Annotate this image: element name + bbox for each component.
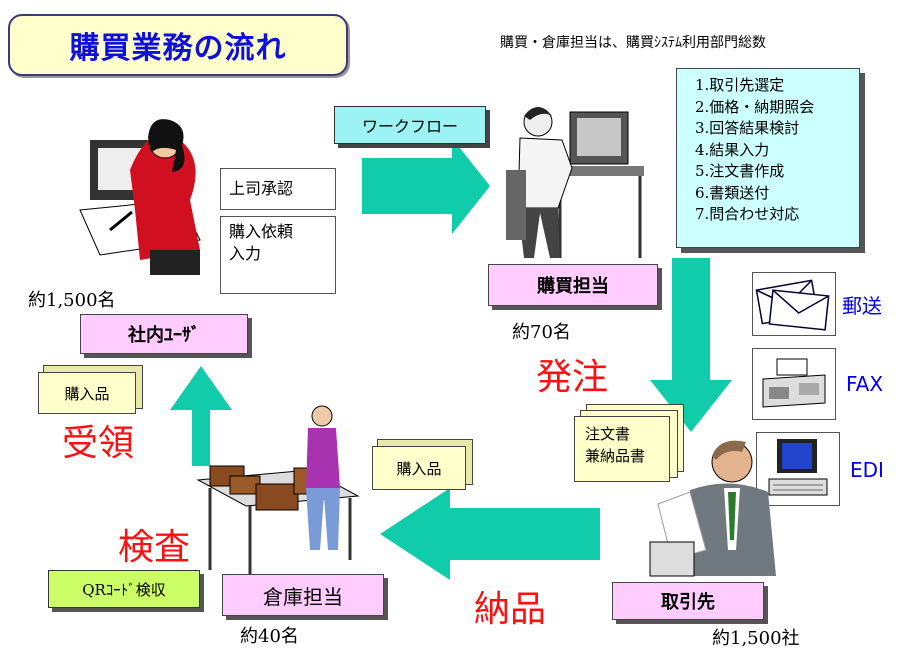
step-1: 1.取引先選定 [695,76,785,94]
step-5: 5.注文書作成 [695,162,785,180]
step-2: 2.価格・納期照会 [695,97,815,116]
step-4: 4.結果入力 [695,140,770,159]
header-note: 購買・倉庫担当は、購買ｼｽﾃﾑ利用部門総数 [500,35,766,51]
office-woman-illustration [79,119,201,275]
request-label-line1: 購入依頼 [229,222,294,241]
approval-label: 上司承認 [229,179,294,198]
goods-label-right: 購入品 [396,459,442,478]
channel-edi-label: EDI [850,458,884,482]
request-label-line2: 入力 [229,244,262,263]
channel-mail-label: 郵送 [842,294,882,318]
internal-users-box: 社内ﾕｰｻﾞ [80,314,248,354]
supplier-label: 取引先 [661,592,715,613]
goods-box-right: 購入品 [372,446,466,490]
mail-icon-frame [752,272,836,336]
step-7: 7.問合わせ対応 [695,205,800,223]
warehouse-label: 倉庫担当 [263,584,343,609]
channel-fax-label: FAX [846,372,884,396]
purchasing-staff-illustration [506,107,644,258]
arrow-down-shape [650,258,732,432]
purchasing-label: 購買担当 [537,276,609,297]
workflow-label: ワークフロー [334,106,486,144]
qr-label: QRｺｰﾄﾞ検収 [82,580,166,599]
supplier-box: 取引先 [612,582,764,620]
fax-icon [762,358,826,408]
goods-label-left: 購入品 [64,384,110,403]
warehouse-box: 倉庫担当 [222,574,384,616]
receive-label: 受領 [62,423,135,464]
inspect-label: 検査 [118,527,191,568]
step-3: 3.回答結果検討 [695,119,800,137]
supplier-person-illustration [649,440,776,577]
delivery-label: 納品 [474,589,547,630]
fax-icon-frame [752,348,836,420]
warehouse-worker-illustration [196,405,360,578]
step-6: 6.書類送付 [695,183,770,202]
warehouse-count: 約40名 [240,626,299,647]
request-box: 購入依頼 入力 [220,216,336,294]
computer-icon [768,439,828,496]
arrow-up-shape [170,366,232,466]
arrow-right-shape [362,138,490,234]
order-doc: 注文書 兼納品書 [574,416,670,482]
goods-box-left: 購入品 [38,372,136,414]
arrow-left-shape [380,488,600,580]
internal-users-count: 約1,500名 [28,290,116,311]
supplier-count: 約1,500社 [712,628,800,649]
page-title: 購買業務の流れ [8,14,348,76]
order-label: 発注 [536,357,609,398]
envelope-icon [755,279,830,331]
purchasing-steps-box: 1.取引先選定 2.価格・納期照会 3.回答結果検討 4.結果入力 5.注文書作… [676,68,860,248]
order-doc-line2: 兼納品書 [585,447,646,465]
order-doc-line1: 注文書 [585,425,631,443]
edi-icon-frame [756,432,840,506]
internal-users-label: 社内ﾕｰｻﾞ [128,325,200,346]
purchasing-box: 購買担当 [488,264,658,306]
purchasing-count: 約70名 [512,322,571,343]
qr-inspection-box: QRｺｰﾄﾞ検収 [48,570,200,608]
approval-box: 上司承認 [220,168,336,210]
